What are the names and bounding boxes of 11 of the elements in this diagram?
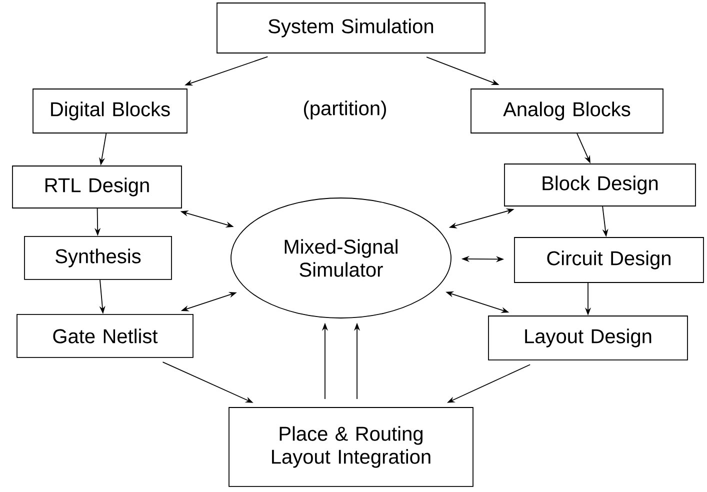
process-box: Block Design [504, 164, 696, 206]
process-box: Place & Routing Layout Integration [228, 407, 474, 487]
process-box: Gate Netlist [16, 314, 194, 358]
process-box: RTL Design [12, 166, 182, 208]
process-box: System Simulation [216, 2, 486, 54]
note-label: (partition) [304, 100, 386, 120]
process-box: Analog Blocks [470, 88, 664, 134]
process-box: Layout Design [488, 316, 688, 360]
process-box: Synthesis [24, 236, 172, 280]
process-box: Circuit Design [514, 237, 704, 283]
process-box: Digital Blocks [32, 88, 188, 134]
